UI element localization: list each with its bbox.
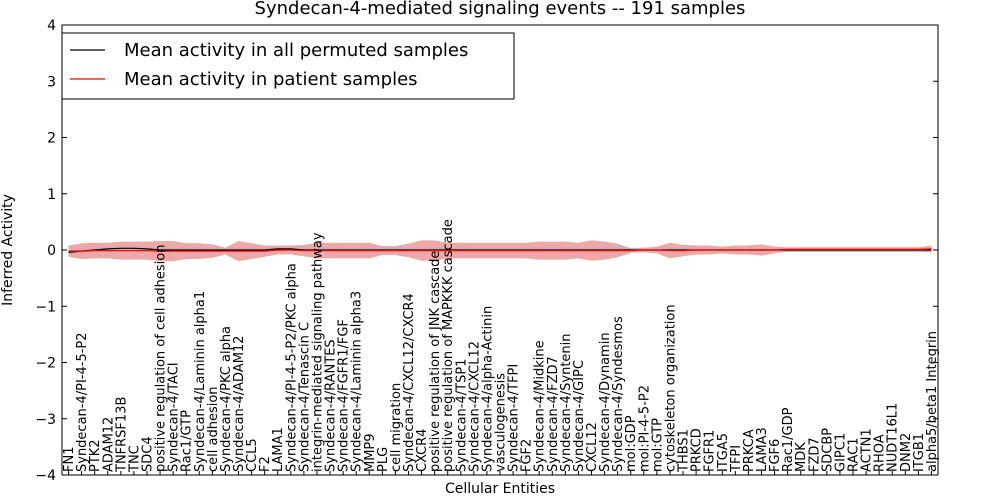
x-tick-label: CXCL12 [585, 422, 600, 472]
y-axis-label: Inferred Activity [0, 194, 16, 306]
x-tick-label: Syndecan-4/FGFR1/FGF [337, 319, 352, 472]
x-tick-label: Syndecan-4/PI-4-5-P2 [75, 332, 90, 472]
x-tick-label: TFPI [729, 445, 744, 473]
x-tick-label: TNC [127, 445, 142, 473]
x-tick-label: mol:GDP [624, 415, 639, 472]
x-tick-label: Syndecan-4/Dynamin [598, 332, 613, 472]
y-tick-label: −1 [35, 299, 56, 315]
x-tick-label: LAMA3 [755, 427, 770, 472]
x-tick-label: SDCBP [820, 428, 835, 472]
x-tick-label: ACTN1 [860, 428, 875, 472]
x-tick-label: GIPC1 [833, 433, 848, 472]
x-tick-label: Rac1/GTP [180, 410, 195, 472]
legend-label-permuted: Mean activity in all permuted samples [124, 40, 468, 61]
x-tick-label: PRKCA [742, 429, 757, 472]
y-tick-label: 2 [47, 131, 56, 147]
x-tick-label: Rac1/GDP [781, 407, 796, 472]
x-tick-label: integrin-mediated signaling pathway [311, 232, 326, 472]
x-tick-label: PTK2 [88, 439, 103, 472]
chart-title: Syndecan-4-mediated signaling events -- … [255, 0, 746, 19]
x-tick-label: mol:PI-4-5-P2 [637, 385, 652, 472]
x-tick-label: Syndecan-4/alpha-Actinin [480, 306, 495, 472]
x-tick-label: SDC4 [141, 436, 156, 472]
x-tick-label: FZD7 [807, 437, 822, 472]
x-tick-label: Syndecan-4/GIPC [572, 360, 587, 472]
x-tick-label: FGFR1 [703, 430, 718, 472]
x-tick-label: Syndecan-4/PI-4-5-P2/PKC alpha [284, 263, 299, 472]
x-tick-label: FGF2 [520, 439, 535, 472]
x-tick-label: cytoskeleton organization [664, 304, 679, 472]
x-tick-label: positive regulation of MAPKKK cascade [441, 219, 456, 472]
y-tick-label: −3 [35, 412, 56, 428]
y-tick-label: −2 [35, 356, 56, 372]
x-tick-label: DNM2 [899, 433, 914, 472]
series-line-patient [68, 248, 932, 252]
x-tick-label: Syndecan-4/PKC alpha [219, 326, 234, 472]
x-tick-label: ITGA5 [716, 433, 731, 472]
x-tick-label: TNFRSF13B [114, 397, 129, 473]
x-tick-label: ITGB1 [912, 433, 927, 472]
legend-box [61, 32, 515, 100]
x-tick-label: Syndecan-4/Tenascin C [297, 322, 312, 472]
x-tick-label: NUDT16L1 [886, 403, 901, 472]
x-tick-label: mol:GTP [650, 418, 665, 472]
x-tick-label: CCL5 [245, 438, 260, 472]
x-tick-label: cell adhesion [206, 386, 221, 472]
x-tick-label: RHOA [873, 434, 888, 472]
y-tick-label: 4 [47, 18, 56, 34]
x-tick-label: MMP9 [363, 433, 378, 472]
x-tick-label: CXCR4 [415, 429, 430, 472]
x-tick-label: F2 [258, 456, 273, 472]
x-tick-label: PRKCD [690, 428, 705, 472]
x-tick-label: THBS1 [677, 429, 692, 473]
x-tick-label: Syndecan-4/CXCL12 [467, 341, 482, 472]
y-tick-label: −4 [35, 468, 56, 484]
y-tick-label: 1 [47, 187, 56, 203]
x-tick-label: RAC1 [847, 437, 862, 472]
x-tick-label: Syndecan-4/Syndesmos [611, 316, 626, 472]
legend-label-patient: Mean activity in patient samples [124, 69, 418, 90]
x-tick-label: FN1 [62, 447, 77, 472]
x-tick-label: Syndecan-4/FZD7 [546, 356, 561, 472]
x-axis-label: Cellular Entities [445, 481, 555, 497]
y-tick-label: 3 [47, 74, 56, 90]
x-tick-label: Syndecan-4/ADAM12 [232, 336, 247, 472]
x-tick-label: positive regulation of JNK cascade [428, 251, 443, 472]
legend: Mean activity in all permuted samples Me… [61, 32, 515, 100]
x-tick-label: Syndecan-4/Laminin alpha3 [350, 291, 365, 472]
x-tick-label: cell migration [389, 383, 404, 472]
y-tick-label: 0 [47, 243, 56, 259]
x-tick-label: Syndecan-4/RANTES [324, 339, 339, 472]
x-tick-label: LAMA1 [271, 427, 286, 472]
x-tick-label: PLG [376, 447, 391, 472]
x-tick-label: ADAM12 [101, 417, 116, 472]
x-tick-label: Syndecan-4/TFPI [507, 364, 522, 472]
x-tick-label: Syndecan-4/Laminin alpha1 [193, 291, 208, 472]
x-tick-label: vasculogenesis [494, 373, 509, 472]
x-tick-label: positive regulation of cell adhesion [154, 245, 169, 472]
x-tick-label: alpha5/beta1 Integrin [925, 331, 940, 472]
x-tick-label: FGF6 [768, 439, 783, 472]
x-tick-label: MDK [794, 442, 809, 472]
x-tick-label: Syndecan-4/Midkine [533, 340, 548, 472]
x-tick-label: Syndecan-4/TSP1 [454, 359, 469, 472]
x-tick-label: Syndecan-4/CXCL12/CXCR4 [402, 293, 417, 472]
x-tick-label: Syndecan-4/TACI [167, 362, 182, 472]
x-tick-label: Syndecan-4/Syntenin [559, 334, 574, 473]
